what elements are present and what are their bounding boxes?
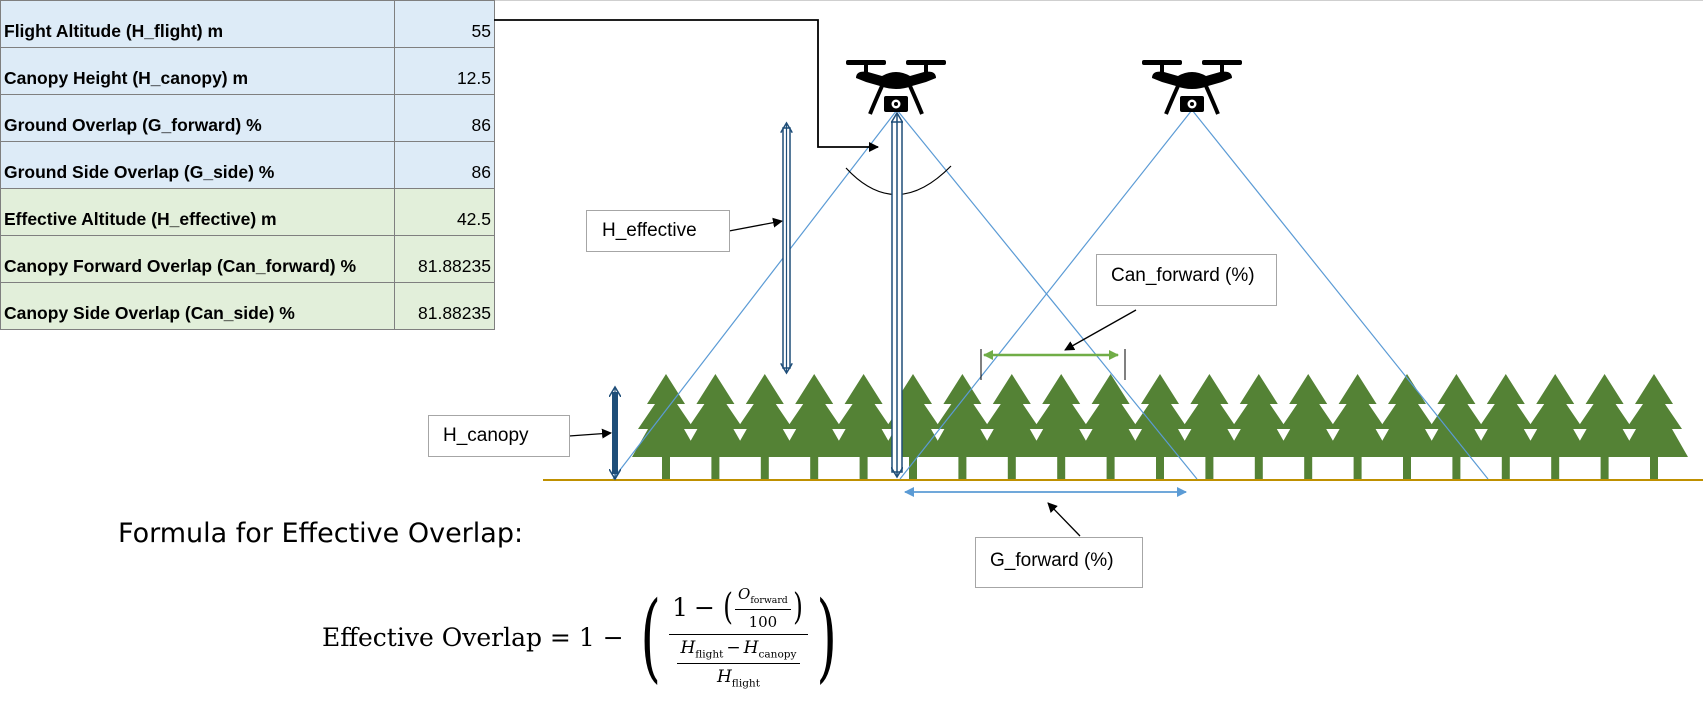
param-label: Flight Altitude (H_flight) m <box>0 0 395 48</box>
formula-one: 1 <box>672 593 689 623</box>
formula-o-symbol: O <box>738 584 751 603</box>
formula-denominator: Hflight−Hcanopy Hflight <box>674 635 802 689</box>
table-row: Ground Side Overlap (G_side) %86 <box>0 141 495 189</box>
formula-inner-minus: − <box>694 593 715 623</box>
formula-h-symbol: H <box>716 667 732 687</box>
drone2-right-ray <box>1191 109 1489 480</box>
h-canopy-label: H_canopy <box>428 415 570 457</box>
tree-icon <box>1620 374 1688 479</box>
formula-height-den: Hflight <box>714 664 763 689</box>
param-label: Ground Side Overlap (G_side) % <box>0 141 395 189</box>
top-border <box>0 0 1703 1</box>
g-forward-label: G_forward (%) <box>975 537 1143 588</box>
formula-h-symbol: H <box>743 637 759 658</box>
formula-main-fraction: 1 − ( Oforward 100 ) Hflight−Hcanopy Hfl… <box>669 585 808 689</box>
param-value: 12.5 <box>394 47 495 95</box>
formula-flight-subscript: flight <box>731 677 760 690</box>
drone-icon <box>1140 58 1244 116</box>
formula-canopy-subscript: canopy <box>758 648 797 660</box>
h-effective-text: H_effective <box>602 220 697 241</box>
formula-lhs: Effective Overlap = 1 <box>322 622 595 652</box>
can-forward-label: Can_forward (%) <box>1096 254 1277 306</box>
drone2-left-ray <box>899 109 1193 480</box>
formula-overlap-num: Oforward <box>735 585 791 610</box>
g-forward-text: G_forward (%) <box>990 550 1114 571</box>
g-forward-pointer <box>1047 502 1081 537</box>
param-label: Ground Overlap (G_forward) % <box>0 94 395 142</box>
param-label: Effective Altitude (H_effective) m <box>0 188 395 236</box>
formula-minus: − <box>602 622 624 652</box>
effective-overlap-formula: Effective Overlap = 1 − ( 1 − ( Oforward… <box>322 582 845 692</box>
h-canopy-text: H_canopy <box>443 425 529 446</box>
drone1-right-ray <box>896 109 1198 480</box>
formula-hundred: 100 <box>748 612 778 631</box>
table-row: Ground Overlap (G_forward) %86 <box>0 94 495 142</box>
formula-title: Formula for Effective Overlap: <box>118 518 524 549</box>
formula-small-right-paren: ) <box>792 586 803 628</box>
formula-left-paren: ( <box>640 581 661 693</box>
param-value: 86 <box>394 94 495 142</box>
param-value: 55 <box>394 0 495 48</box>
formula-right-paren: ) <box>816 581 837 693</box>
table-row: Canopy Side Overlap (Can_side) %81.88235 <box>0 282 495 330</box>
formula-height-num: Hflight−Hcanopy <box>677 637 800 664</box>
h-effective-pointer <box>728 217 783 232</box>
formula-numerator: 1 − ( Oforward 100 ) <box>669 585 808 635</box>
formula-flight-subscript: flight <box>695 648 724 660</box>
drone-icon <box>844 58 948 116</box>
param-label: Canopy Forward Overlap (Can_forward) % <box>0 235 395 283</box>
formula-small-left-paren: ( <box>723 586 733 628</box>
forest <box>632 374 1688 479</box>
param-value: 81.88235 <box>394 282 495 330</box>
h-effective-label: H_effective <box>586 210 730 252</box>
h-canopy-pointer <box>568 428 612 439</box>
can-forward-pointer <box>1064 309 1137 351</box>
formula-h-symbol: H <box>680 637 696 658</box>
param-label: Canopy Height (H_canopy) m <box>0 47 395 95</box>
formula-height-fraction: Hflight−Hcanopy Hflight <box>677 637 800 689</box>
altitude-connector <box>494 19 879 152</box>
param-value: 86 <box>394 141 495 189</box>
param-value: 42.5 <box>394 188 495 236</box>
param-label: Canopy Side Overlap (Can_side) % <box>0 282 395 330</box>
formula-overlap-fraction: Oforward 100 <box>735 585 791 631</box>
formula-o-subscript: forward <box>750 594 788 606</box>
can-forward-text: Can_forward (%) <box>1111 265 1255 286</box>
